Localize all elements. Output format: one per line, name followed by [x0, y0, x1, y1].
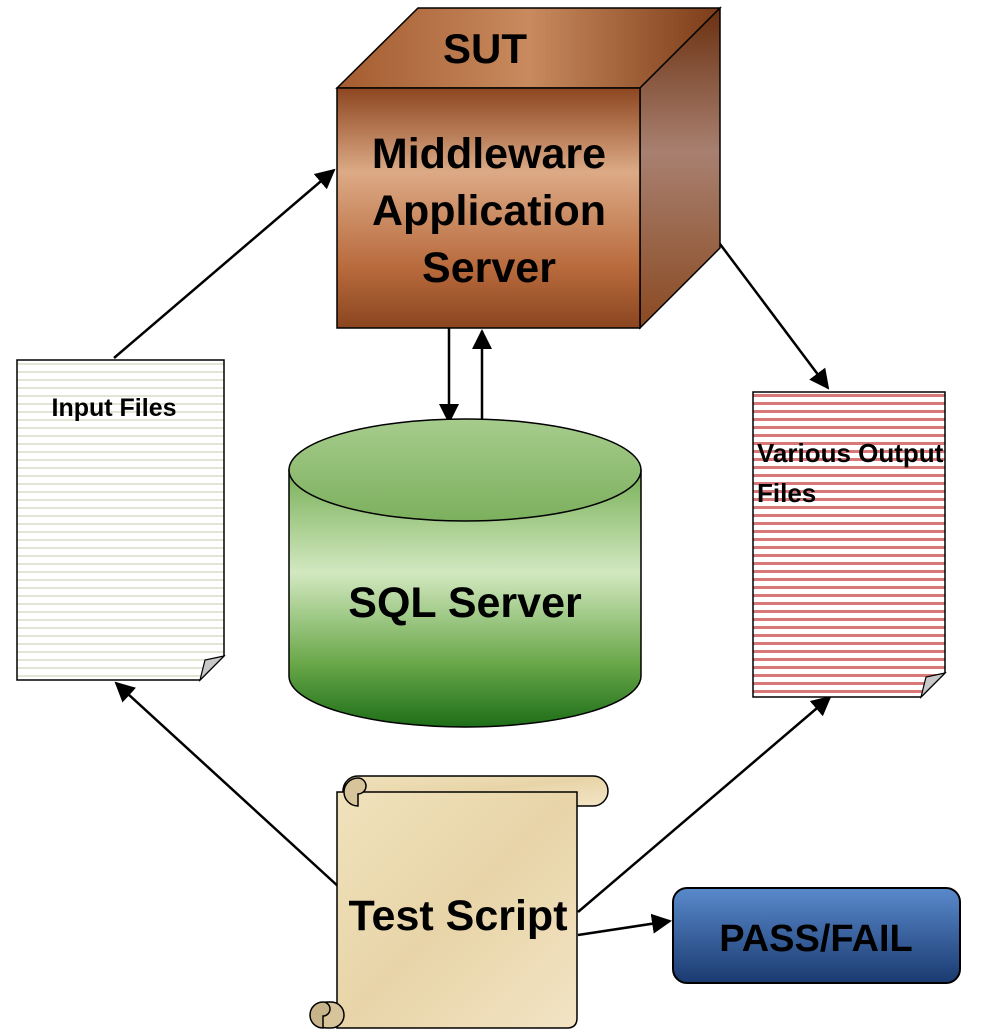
test-script-scroll: Test Script: [309, 775, 609, 1029]
cube-front-face: [336, 87, 641, 329]
pass-fail-box: PASS/FAIL: [672, 887, 961, 984]
output-doc-label-line-2: Files: [757, 478, 816, 508]
input-files-document: Input Files: [16, 359, 226, 682]
output-files-document: Various Output Files: [752, 391, 947, 699]
input-doc-fold: [198, 654, 226, 682]
pass-fail-rect: [672, 887, 961, 984]
sut-cube: SUT Middleware Application Server: [335, 6, 722, 330]
script-label: Test Script: [348, 892, 567, 940]
sut-title-line-3: Server: [422, 244, 556, 292]
scroll-top-curl: [343, 777, 367, 807]
sut-title-line-2: Application: [372, 187, 606, 235]
scroll-body: [336, 791, 578, 1029]
output-doc-fold: [919, 671, 947, 699]
pass-fail-label: PASS/FAIL: [719, 918, 913, 960]
arrow-script-to-input: [114, 681, 341, 889]
db-label: SQL Server: [348, 579, 582, 627]
arrow-script-to-output: [577, 695, 832, 913]
database-cylinder: SQL Server: [288, 418, 642, 728]
output-doc-label-line-1: Various Output: [757, 438, 944, 468]
sut-tag: SUT: [443, 25, 527, 72]
input-doc-label: Input Files: [52, 394, 177, 422]
db-top: [288, 418, 642, 522]
arrow-script-to-result: [577, 913, 672, 937]
db-body: [288, 469, 642, 728]
sut-title-line-1: Middleware: [372, 130, 606, 178]
arrow-input-to-sut: [113, 168, 336, 359]
scroll-bottom-curl: [309, 1001, 331, 1029]
